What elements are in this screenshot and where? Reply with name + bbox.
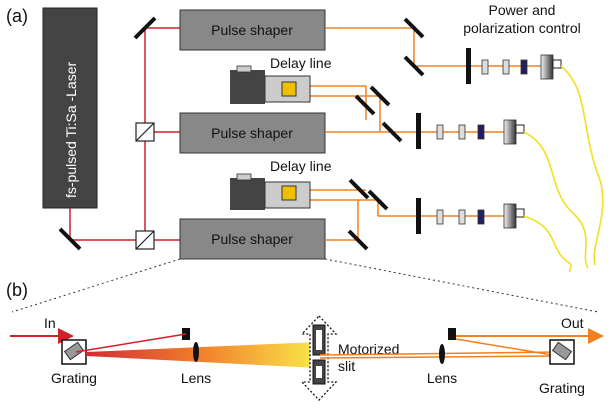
fiber-coupler-icon: [503, 119, 517, 145]
power-control-row-1: [466, 48, 562, 84]
zoom-line-left: [11, 258, 181, 313]
pulse-shaper-label: Pulse shaper: [211, 125, 293, 141]
mirror-icon: [58, 227, 82, 251]
fiber-coupler-icon: [503, 203, 517, 229]
zoom-line-right: [324, 258, 599, 313]
lens-icon: [193, 342, 199, 362]
mirror-icon: [133, 16, 157, 40]
pulse-shaper-box-1: Pulse shaper: [179, 9, 326, 51]
power-control-row-3: [416, 198, 525, 234]
pulse-shaper-box-3: Pulse shaper: [179, 218, 326, 260]
delay-line-2: Delay line: [230, 158, 332, 210]
lens-right-label: Lens: [427, 370, 457, 386]
delay-line-label: Delay line: [270, 55, 332, 71]
mirror-icon: [347, 17, 425, 251]
out-label: Out: [561, 315, 584, 331]
power-control-subtitle: polarization control: [463, 20, 581, 36]
grating-icon: [61, 339, 87, 365]
pulse-shaper-box-2: Pulse shaper: [179, 112, 326, 154]
power-control-row-2: [416, 113, 525, 149]
delay-line-1: Delay line: [230, 55, 332, 104]
panel-b-label: (b): [6, 280, 28, 300]
slit-icon: [300, 315, 338, 401]
slit-label-line1: Motorized: [338, 341, 399, 357]
panel-a-label: (a): [6, 6, 28, 26]
grating-icon: [549, 339, 575, 365]
fiber-coupler-icon: [540, 54, 554, 80]
delay-line-label: Delay line: [270, 158, 332, 174]
dispersed-beam-left: [75, 333, 318, 368]
power-control-title: Power and: [489, 2, 556, 18]
lens-icon: [439, 344, 445, 364]
beam-splitter-cube-icon: [135, 122, 155, 142]
pulse-shaper-label: Pulse shaper: [211, 231, 293, 247]
mirror-icon: [448, 328, 456, 340]
slit-label-line2: slit: [338, 358, 355, 374]
optical-fiber: [523, 65, 604, 273]
beam-splitter-cube-icon: [135, 230, 155, 250]
laser-label: fs-pulsed Ti:Sa -Laser: [63, 61, 79, 198]
grating-right-label: Grating: [539, 380, 585, 396]
lens-left-label: Lens: [181, 370, 211, 386]
laser-box: fs-pulsed Ti:Sa -Laser: [42, 7, 98, 209]
in-label: In: [44, 315, 56, 331]
grating-left-label: Grating: [51, 370, 97, 386]
pulse-shaper-label: Pulse shaper: [211, 22, 293, 38]
